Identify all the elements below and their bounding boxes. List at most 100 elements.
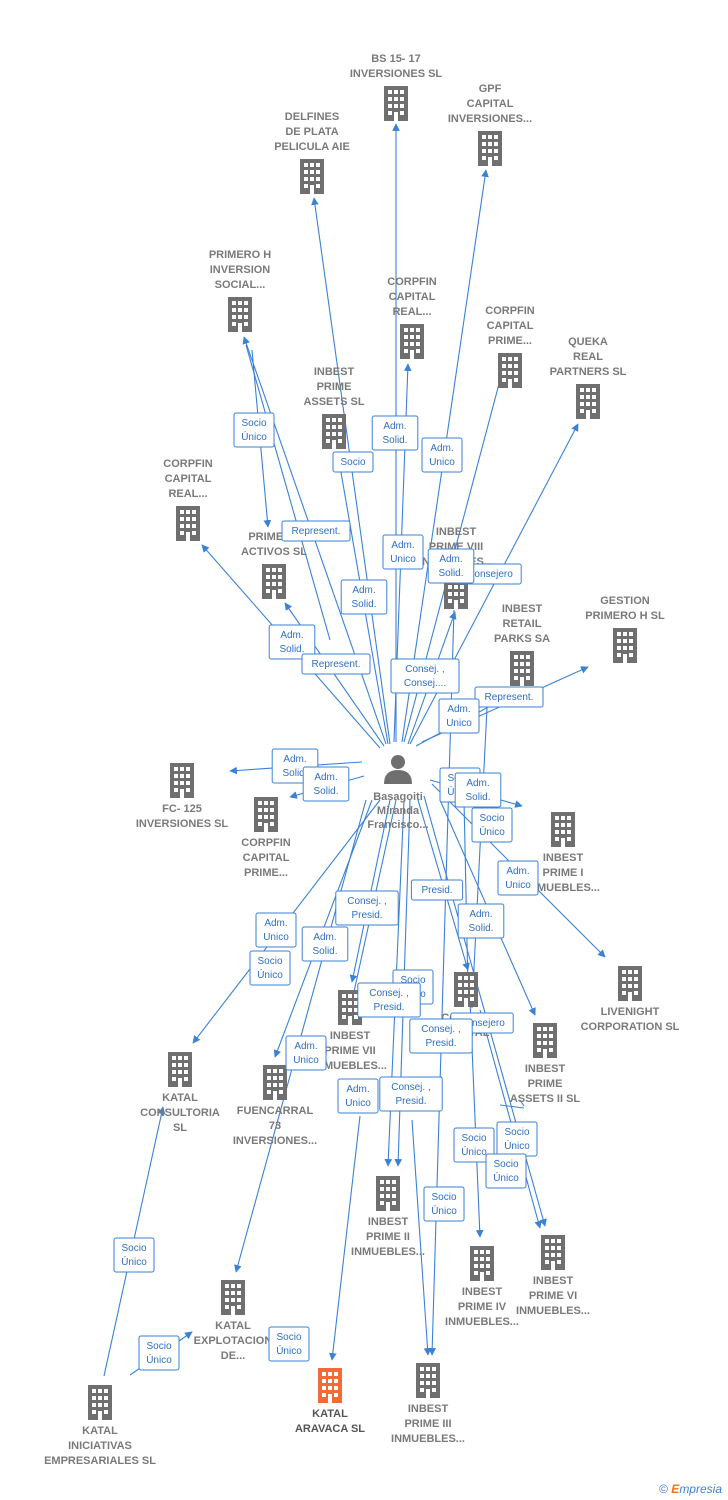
company-node-corpfin_real2[interactable]: CORPFINCAPITALREAL... <box>163 458 213 541</box>
company-node-corpfin_prime1[interactable]: CORPFIN CAPITAL PRIME... <box>485 305 535 388</box>
relation-label-text: Adm. <box>313 932 336 943</box>
relation-label-text: Consej.... <box>404 678 446 689</box>
relation-label-text: Solid. <box>438 568 463 579</box>
relation-edge <box>428 609 455 1356</box>
relation-label-text: Solid. <box>351 599 376 610</box>
company-name-line: ACTIVOS SL <box>241 546 307 558</box>
person-name-line: Basagoiti <box>373 791 423 803</box>
relation-label-box <box>471 807 513 843</box>
relation-label-text: Socio <box>479 813 504 824</box>
company-name-line: PRIMERO H <box>209 249 271 261</box>
company-node-fuencarral[interactable]: FUENCARRAL73INVERSIONES... <box>233 1065 317 1147</box>
relation-label-box <box>474 686 544 708</box>
company-name-line: CORPFIN <box>485 305 535 317</box>
building-icon <box>322 414 346 449</box>
company-name-line: ARAVACA SL <box>295 1423 365 1435</box>
company-name-line: KATAL <box>82 1425 118 1437</box>
relation-edge <box>245 344 331 641</box>
relation-label-box <box>301 653 371 675</box>
relation-label-text: Socio <box>257 956 282 967</box>
company-name-line: INBEST <box>462 1286 503 1298</box>
relation-label-text: Adm. <box>506 866 529 877</box>
company-node-corpfin_real1[interactable]: CORPFINCAPITALREAL... <box>387 276 437 359</box>
company-name-line: PRIME... <box>488 335 532 347</box>
relation-label-text: Represent. <box>292 526 341 537</box>
company-name-line: INMUEBLES... <box>526 882 600 894</box>
brand-initial: E <box>671 1482 680 1496</box>
relation-label-text: Unico <box>505 880 531 891</box>
company-name-line: PRIMERO H SL <box>585 610 665 622</box>
relation-label-text: Socio <box>493 1159 518 1170</box>
company-name-line: 73 <box>269 1120 281 1132</box>
person-node[interactable]: BasagoitiMirandaFrancisco... <box>367 755 429 831</box>
building-icon <box>170 763 194 798</box>
relation-label-box <box>249 950 291 986</box>
relation-label: Adm.Unico <box>255 912 297 948</box>
company-node-gpf[interactable]: GPFCAPITALINVERSIONES... <box>448 83 532 166</box>
relation-label-text: Solid. <box>279 644 304 655</box>
company-name-line: INBEST <box>436 526 477 538</box>
company-name-line: CAPITAL <box>165 473 212 485</box>
building-icon <box>551 812 575 847</box>
company-node-primeroh_inv[interactable]: PRIMERO HINVERSIONSOCIAL... <box>209 249 271 332</box>
building-icon <box>176 506 200 541</box>
relation-label-text: Presid. <box>395 1096 426 1107</box>
company-name-line: BS 15- 17 <box>371 53 421 65</box>
relation-label-box <box>423 1186 465 1222</box>
company-node-corpfin_prime2[interactable]: CORPFINCAPITALPRIME... <box>241 797 291 879</box>
brand-watermark: © Empresia <box>659 1482 722 1496</box>
relation-label-box <box>268 624 316 660</box>
building-icon <box>300 159 324 194</box>
building-icon <box>168 1052 192 1087</box>
relation-label-text: Socio <box>431 1192 456 1203</box>
company-node-katal_explotacion[interactable]: KATALEXPLOTACIONDE... <box>194 1280 273 1362</box>
relation-label-text: Adm. <box>466 778 489 789</box>
relation-edge <box>499 1104 525 1109</box>
building-icon <box>221 1280 245 1315</box>
company-name-line: CAPITAL <box>487 320 534 332</box>
relation-label-box <box>113 1237 155 1273</box>
relation-label-box <box>281 520 351 542</box>
relation-label-text: Represent. <box>485 692 534 703</box>
relation-label-text: Solid. <box>282 768 307 779</box>
relation-label-text: Adm. <box>314 772 337 783</box>
relation-label: Adm.Unico <box>285 1035 327 1071</box>
building-icon <box>510 651 534 686</box>
relation-label-text: Socio <box>461 1133 486 1144</box>
relation-label-text: Consej. , <box>391 1082 430 1093</box>
relation-label-box <box>332 451 374 473</box>
company-name-line: INBEST <box>533 1275 574 1287</box>
relation-label-text: Único <box>241 430 267 443</box>
relation-label-text: Único <box>276 1344 302 1357</box>
relation-label-box <box>497 860 539 896</box>
company-name-line: INVERSIONES SL <box>136 818 229 830</box>
relation-label-text: Unico <box>390 554 416 565</box>
relation-label-text: Socio <box>146 1341 171 1352</box>
relation-label: Consej. ,Presid. <box>335 890 399 926</box>
building-icon <box>618 966 642 1001</box>
company-name-line: CAPITAL <box>243 852 290 864</box>
company-name-line: CORPFIN <box>241 837 291 849</box>
relation-label-box <box>302 766 350 802</box>
relation-label: Represent. <box>474 686 544 708</box>
building-icon <box>263 1065 287 1100</box>
